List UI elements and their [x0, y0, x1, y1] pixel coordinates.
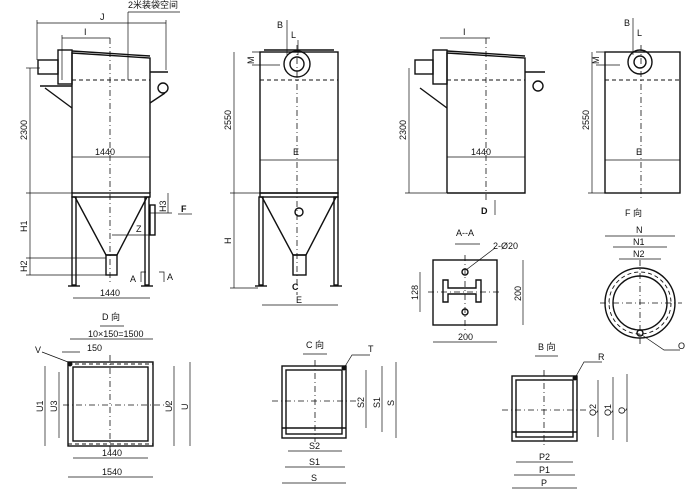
section-marker-A-left: A: [130, 274, 136, 284]
dim-E-bottom: E: [296, 295, 302, 305]
bolt-hole-icon: [67, 361, 73, 367]
dim-height-2300: 2300: [398, 120, 408, 140]
dim-I: I: [84, 27, 87, 37]
dim-B: B: [624, 18, 630, 28]
view-marker-C: C: [292, 282, 299, 292]
dim-Q2: Q2: [588, 404, 598, 416]
dim-S2-vertical: S2: [356, 397, 366, 408]
dim-S-vertical: S: [386, 400, 396, 406]
dim-Z: Z: [136, 224, 142, 234]
view-marker-D: D: [481, 206, 488, 216]
view-d: D 向 10×150=1500 150 V U1 U3 U2 U 1440 15…: [35, 311, 191, 478]
dim-U3: U3: [49, 400, 59, 412]
hole-label-O: O: [678, 341, 685, 351]
dim-Q: Q: [617, 407, 627, 414]
view-c: C 向 T S2 S1 S S2 S1 S: [272, 339, 397, 484]
dim-H1: H1: [19, 220, 29, 232]
dim-height-2300: 2300: [19, 120, 29, 140]
dim-128: 128: [410, 285, 420, 300]
dim-L: L: [291, 30, 296, 40]
motor-icon: [37, 59, 59, 75]
dim-I: I: [463, 27, 466, 37]
dim-Q1: Q1: [603, 404, 613, 416]
dim-N: N: [636, 225, 643, 235]
view-title: F 向: [625, 207, 642, 218]
dim-H2: H2: [19, 260, 29, 272]
view-f: F 向 N N1 N2 O: [600, 207, 685, 351]
dim-M: M: [591, 57, 601, 65]
note-bagging-space: 2米装袋空间: [128, 0, 178, 10]
view-title: C 向: [306, 339, 324, 350]
front-view-without-hopper: I 1440 2300 D: [398, 27, 545, 216]
view-b: B 向 R Q2 Q1 Q P2 P1 P: [502, 341, 628, 489]
motor-icon: [414, 59, 434, 75]
dim-150: 150: [87, 343, 102, 353]
section-marker-A-right: A: [167, 272, 173, 282]
dim-height-2550: 2550: [223, 110, 233, 130]
valve-icon: [532, 80, 544, 92]
bolt-hole-icon: [636, 329, 644, 337]
inspection-port-icon: [294, 207, 304, 217]
fan-housing-icon: [432, 49, 448, 85]
dim-width-1440: 1440: [471, 147, 491, 157]
front-view-with-fan: 2米装袋空间 J I 1440 2300 H1 H2: [19, 0, 192, 299]
valve-icon: [157, 82, 169, 94]
dim-H3: H3: [158, 200, 168, 212]
dim-N1: N1: [633, 237, 645, 247]
dim-S1-vertical: S1: [372, 397, 382, 408]
section-a-a: A--A 2-Ø20 128 200 200: [410, 228, 524, 343]
dim-height-2550: 2550: [581, 110, 591, 130]
holes-label: 2-Ø20: [493, 241, 518, 251]
dim-pitch: 10×150=1500: [88, 329, 144, 339]
section-title: A--A: [456, 228, 474, 238]
dim-J: J: [100, 12, 105, 22]
dim-L: L: [637, 28, 642, 38]
fan-outlet-icon: [627, 49, 653, 75]
dim-E-mid: E: [293, 147, 299, 157]
fan-housing-icon: [57, 49, 73, 85]
dim-B: B: [277, 20, 283, 30]
label-V: V: [35, 345, 41, 355]
view-title: B 向: [538, 341, 556, 352]
dim-1440: 1440: [102, 448, 122, 458]
dim-bottom-1440: 1440: [100, 288, 120, 298]
dim-P: P: [541, 478, 547, 488]
dim-S2: S2: [309, 441, 320, 451]
dim-E-mid: E: [636, 147, 642, 157]
label-T: T: [368, 344, 374, 354]
side-view-without-hopper: B L M E 2550: [581, 18, 681, 200]
dim-width-1440: 1440: [95, 147, 115, 157]
dim-S1: S1: [309, 457, 320, 467]
view-title: D 向: [102, 311, 120, 322]
dim-H: H: [223, 238, 233, 245]
dim-M: M: [246, 57, 256, 65]
dim-P1: P1: [539, 465, 550, 475]
dim-P2: P2: [539, 452, 550, 462]
dim-N2: N2: [633, 249, 645, 259]
i-beam-section-icon: [442, 279, 482, 303]
dim-1540: 1540: [102, 467, 122, 477]
dim-S: S: [311, 473, 317, 483]
side-view-with-fan: B L M E 2550 H C E: [223, 20, 342, 306]
view-marker-F: F: [181, 204, 187, 214]
dim-U2: U2: [164, 400, 174, 412]
dim-200-vertical: 200: [513, 286, 523, 301]
dim-200-horizontal: 200: [458, 332, 473, 342]
dim-U: U: [180, 404, 190, 411]
label-R: R: [598, 352, 605, 362]
dim-U1: U1: [35, 400, 45, 412]
